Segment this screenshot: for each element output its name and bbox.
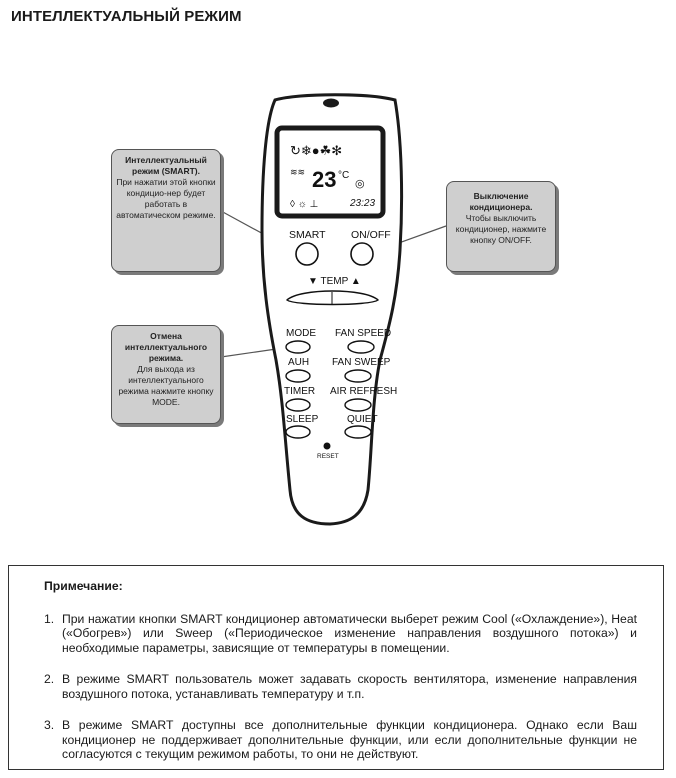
note-item: 3. В режиме SMART доступны все дополните… [44,718,637,762]
callout-onoff-title: Выключение кондиционера. [469,191,533,212]
auh-label: AUH [288,357,309,368]
sleep-button[interactable] [285,425,311,439]
note-list: 1. При нажатии кнопки SMART кондиционер … [44,612,637,762]
callout-cancel: Отмена интеллектуального режима. Для вых… [111,325,221,424]
reset-button[interactable] [323,442,331,450]
lcd-bottom-icons: ◊ ☼ ⊥ [290,199,318,210]
note-item-number: 2. [44,672,55,686]
callout-smart: Интеллектуальный режим (SMART). При нажа… [111,149,221,272]
fan-speed-button[interactable] [347,340,375,354]
note-item: 2. В режиме SMART пользователь может зад… [44,672,637,701]
remote-control-figure: ↻❄●☘✻ ≋≋ 23 °C ◎ 23:23 ◊ ☼ ⊥ SMART ON/OF… [220,93,447,526]
fan-sweep-label: FAN SWEEP [332,357,391,368]
quiet-label: QUIET [347,414,378,425]
reset-label: RESET [317,453,339,460]
quiet-button[interactable] [344,425,372,439]
onoff-button[interactable] [350,242,374,266]
callout-cancel-title: Отмена интеллектуального режима. [124,331,208,363]
mode-button[interactable] [285,340,311,354]
note-box: Примечание: 1. При нажатии кнопки SMART … [8,565,664,770]
callout-cancel-body: Для выхода из интеллектуального режима н… [118,364,214,407]
smart-button[interactable] [295,242,319,266]
air-refresh-button[interactable] [344,398,372,412]
callout-smart-body: При нажатии этой кнопки кондицио-нер буд… [116,177,216,220]
callout-smart-title: Интеллектуальный режим (SMART). [125,155,207,176]
note-item-text: В режиме SMART пользователь может задава… [62,672,637,701]
note-item-number: 3. [44,718,55,732]
mode-label: MODE [286,328,316,339]
auh-button[interactable] [285,369,311,383]
lcd-clock: 23:23 [349,198,375,209]
note-item-text: В режиме SMART доступны все дополнительн… [62,718,637,761]
callout-onoff-body: Чтобы выключить кондиционер, нажмите кно… [455,213,547,245]
onoff-label: ON/OFF [351,229,391,241]
note-title: Примечание: [44,579,123,593]
note-item: 1. При нажатии кнопки SMART кондиционер … [44,612,637,656]
timer-button[interactable] [285,398,311,412]
timer-label: TIMER [284,386,315,397]
note-item-text: При нажатии кнопки SMART кондиционер авт… [62,611,637,655]
page-title: ИНТЕЛЛЕКТУАЛЬНЫЙ РЕЖИМ [11,8,242,25]
air-refresh-label: AIR REFRESH [330,386,397,397]
fan-sweep-button[interactable] [344,369,372,383]
note-item-number: 1. [44,611,55,626]
temp-label: ▼ TEMP ▲ [308,276,361,287]
lcd-fan-icon: ≋≋ [290,167,305,177]
lcd-mode-icons: ↻❄●☘✻ [290,143,342,158]
lcd-temp: 23 [312,167,336,192]
lcd-display: ↻❄●☘✻ ≋≋ 23 °C ◎ 23:23 ◊ ☼ ⊥ [274,125,386,219]
fan-speed-label: FAN SPEED [335,328,391,339]
lcd-unit: °C [338,170,349,181]
sleep-label: SLEEP [286,414,319,425]
lcd-fan-circle: ◎ [355,178,365,190]
callout-onoff: Выключение кондиционера. Чтобы выключить… [446,181,556,272]
smart-label: SMART [289,229,326,241]
